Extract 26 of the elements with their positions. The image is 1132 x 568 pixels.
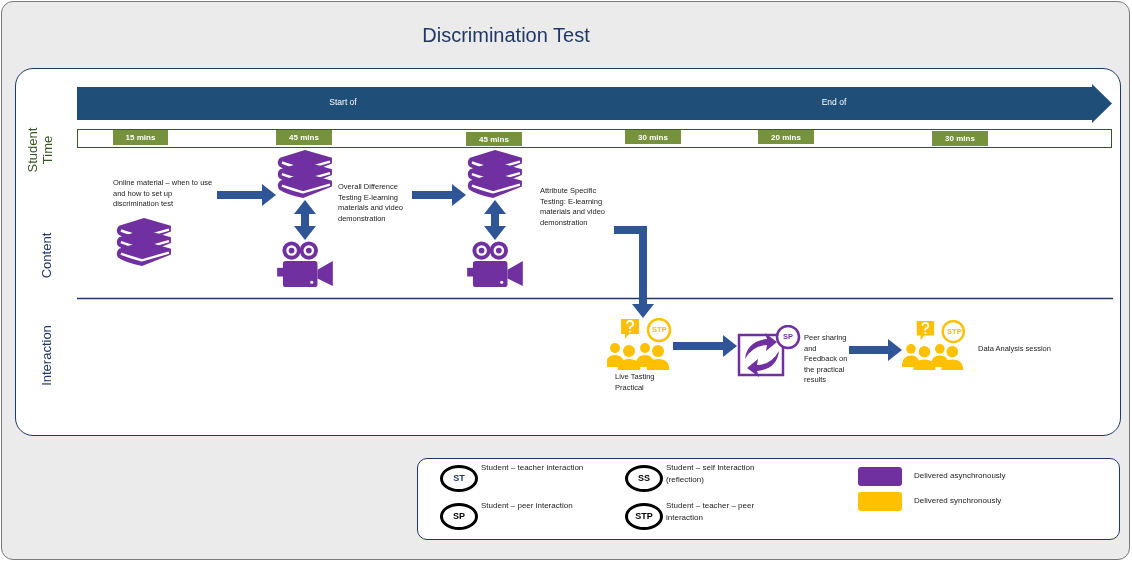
legend-symbol: ST [440, 465, 478, 492]
row-label: Content [38, 231, 54, 280]
row-label: Interaction [38, 323, 54, 388]
timeline-label: End of [820, 97, 848, 107]
legend-text: Student – self Interaction (reflection) [666, 462, 756, 486]
legend-text: Delivered synchronously [914, 496, 1002, 505]
duration-tag: 45 mins [466, 132, 522, 146]
legend-text: Student – teacher interaction [481, 462, 585, 474]
diagram-title: Discrimination Test [421, 24, 591, 47]
duration-tag: 20 mins [758, 130, 814, 144]
duration-tag: 45 mins [276, 130, 332, 145]
flow-arrow [484, 200, 506, 240]
row-label: Student Time [25, 126, 55, 175]
legend-text: Student – peer interaction [481, 500, 574, 512]
time-strip [77, 129, 1112, 148]
duration-tag: 15 mins [113, 130, 168, 145]
legend-symbol: STP [625, 503, 663, 530]
flow-arrow [294, 200, 316, 240]
legend-symbol: SS [625, 465, 663, 492]
legend-text: Delivered asynchronously [914, 471, 1006, 480]
legend-symbol: SP [440, 503, 478, 530]
timeline-arrow [77, 84, 1112, 123]
timeline-label: Start of [328, 97, 358, 107]
legend-text: Student – teacher – peer interaction [666, 500, 756, 524]
duration-tag: 30 mins [932, 131, 988, 146]
duration-tag: 30 mins [625, 130, 681, 144]
